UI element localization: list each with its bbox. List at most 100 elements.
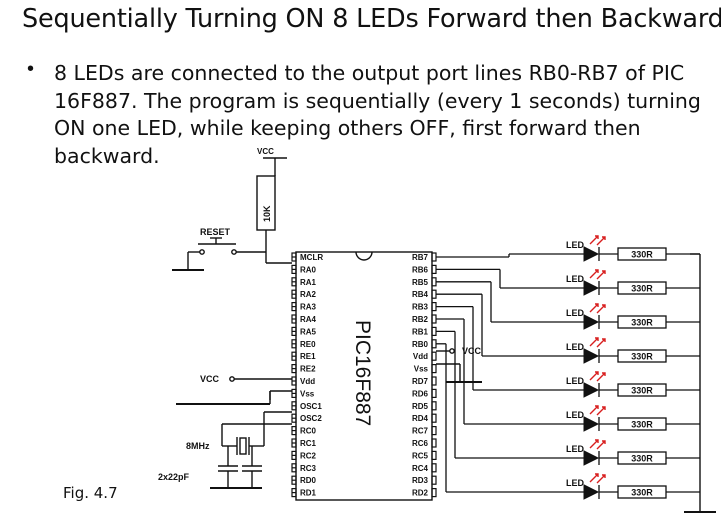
pin-left <box>291 401 297 411</box>
pin-label-left: Vdd <box>300 377 315 386</box>
pin-label-left: RC0 <box>300 427 317 436</box>
led-label: LED <box>566 444 585 454</box>
led-icon <box>583 484 600 500</box>
pin-label-right: RB2 <box>412 315 429 324</box>
pin-label-left: RC2 <box>300 451 317 460</box>
bullet-line: ON one LED, while keeping others OFF, fi… <box>54 116 641 140</box>
light-ray-icon <box>596 440 606 450</box>
chip-notch <box>355 251 373 261</box>
pin-left <box>291 388 297 398</box>
pullup-resistor-label: 10K <box>262 205 272 222</box>
pin-label-left: RA1 <box>300 278 317 287</box>
pin-label-right: RD6 <box>412 389 429 398</box>
led-row: LED 330R <box>436 293 700 364</box>
light-ray-icon <box>589 235 599 245</box>
pin-left <box>291 376 297 386</box>
led-icon <box>583 280 600 296</box>
led-label: LED <box>566 274 585 284</box>
led-label: LED <box>566 478 585 488</box>
led-icon <box>583 382 600 398</box>
pin-right <box>431 438 437 448</box>
bullet-icon: • <box>27 58 35 80</box>
pin-label-left: RA5 <box>300 327 317 336</box>
led-row: LED 330R <box>436 268 700 296</box>
bullet-text: 8 LEDs are connected to the output port … <box>54 60 704 170</box>
led-resistor-label: 330R <box>631 284 653 294</box>
pin-label-left: RD0 <box>300 476 317 485</box>
pin-label-right: RC4 <box>412 464 429 473</box>
led-label: LED <box>566 376 585 386</box>
pin-label-left: RA2 <box>300 290 317 299</box>
light-ray-icon <box>596 236 606 246</box>
vcc-right-label: VCC <box>462 346 482 356</box>
vcc-left-label: VCC <box>200 374 220 384</box>
pin-label-right: RD3 <box>412 476 429 485</box>
pin-left <box>291 277 297 287</box>
pin-right <box>431 364 437 374</box>
pin-label-left: OSC2 <box>300 414 322 423</box>
led-resistor-label: 330R <box>631 318 653 328</box>
pin-left <box>291 326 297 336</box>
pin-label-left: RA0 <box>300 265 317 274</box>
pin-left <box>291 364 297 374</box>
pin-left <box>291 463 297 473</box>
led-label: LED <box>566 308 585 318</box>
led-resistor-label: 330R <box>631 454 653 464</box>
pin-label-right: RD5 <box>412 402 429 411</box>
pin-left <box>291 351 297 361</box>
led-icon <box>583 416 600 432</box>
led-resistor-label: 330R <box>631 488 653 498</box>
pin-label-left: RC3 <box>300 464 317 473</box>
led-row: LED 330R <box>436 343 700 500</box>
pin-left <box>291 264 297 274</box>
pin-right <box>431 426 437 436</box>
pin-right <box>431 488 437 498</box>
led-row: LED 330R <box>436 330 700 466</box>
pin-label-left: RA3 <box>300 303 317 312</box>
led-resistor-label: 330R <box>631 352 653 362</box>
pin-left <box>291 289 297 299</box>
pin-right <box>431 450 437 460</box>
crystal-label: 8MHz <box>186 441 210 451</box>
led-icon <box>583 314 600 330</box>
led-resistor-label: 330R <box>631 250 653 260</box>
pin-left <box>291 438 297 448</box>
led-resistor-label: 330R <box>631 420 653 430</box>
pin-label-right: RB7 <box>412 253 429 262</box>
light-ray-icon <box>589 371 599 381</box>
pin-right <box>431 388 437 398</box>
led-label: LED <box>566 410 585 420</box>
pin-label-right: RB1 <box>412 327 429 336</box>
capacitor-label: 2x22pF <box>158 472 190 482</box>
led-icon <box>583 246 600 262</box>
pin-label-left: RE2 <box>300 365 316 374</box>
led-row: LED 330R <box>436 318 700 432</box>
led-label: LED <box>566 342 585 352</box>
figure-label: Fig. 4.7 <box>63 484 118 502</box>
pic-chip-body <box>295 251 433 501</box>
led-icon <box>583 348 600 364</box>
pin-label-left: RD1 <box>300 489 317 498</box>
pin-label-right: RC7 <box>412 427 429 436</box>
pin-label-right: RC6 <box>412 439 429 448</box>
pin-left <box>291 475 297 485</box>
pin-label-left: MCLR <box>300 253 323 262</box>
led-resistor-label: 330R <box>631 386 653 396</box>
light-ray-icon <box>596 338 606 348</box>
pin-label-right: RB5 <box>412 278 429 287</box>
chip-name: PIC16F887 <box>351 320 374 426</box>
pin-label-right: RB3 <box>412 303 429 312</box>
pin-label-right: RB4 <box>412 290 429 299</box>
pin-right <box>431 351 437 361</box>
pin-left <box>291 413 297 423</box>
light-ray-icon <box>596 270 606 280</box>
light-ray-icon <box>596 406 606 416</box>
pin-label-left: Vss <box>300 389 315 398</box>
bullet-line: backward. <box>54 143 160 168</box>
light-ray-icon <box>589 405 599 415</box>
pin-left <box>291 339 297 349</box>
pin-left <box>291 450 297 460</box>
pin-label-right: RB0 <box>412 340 429 349</box>
